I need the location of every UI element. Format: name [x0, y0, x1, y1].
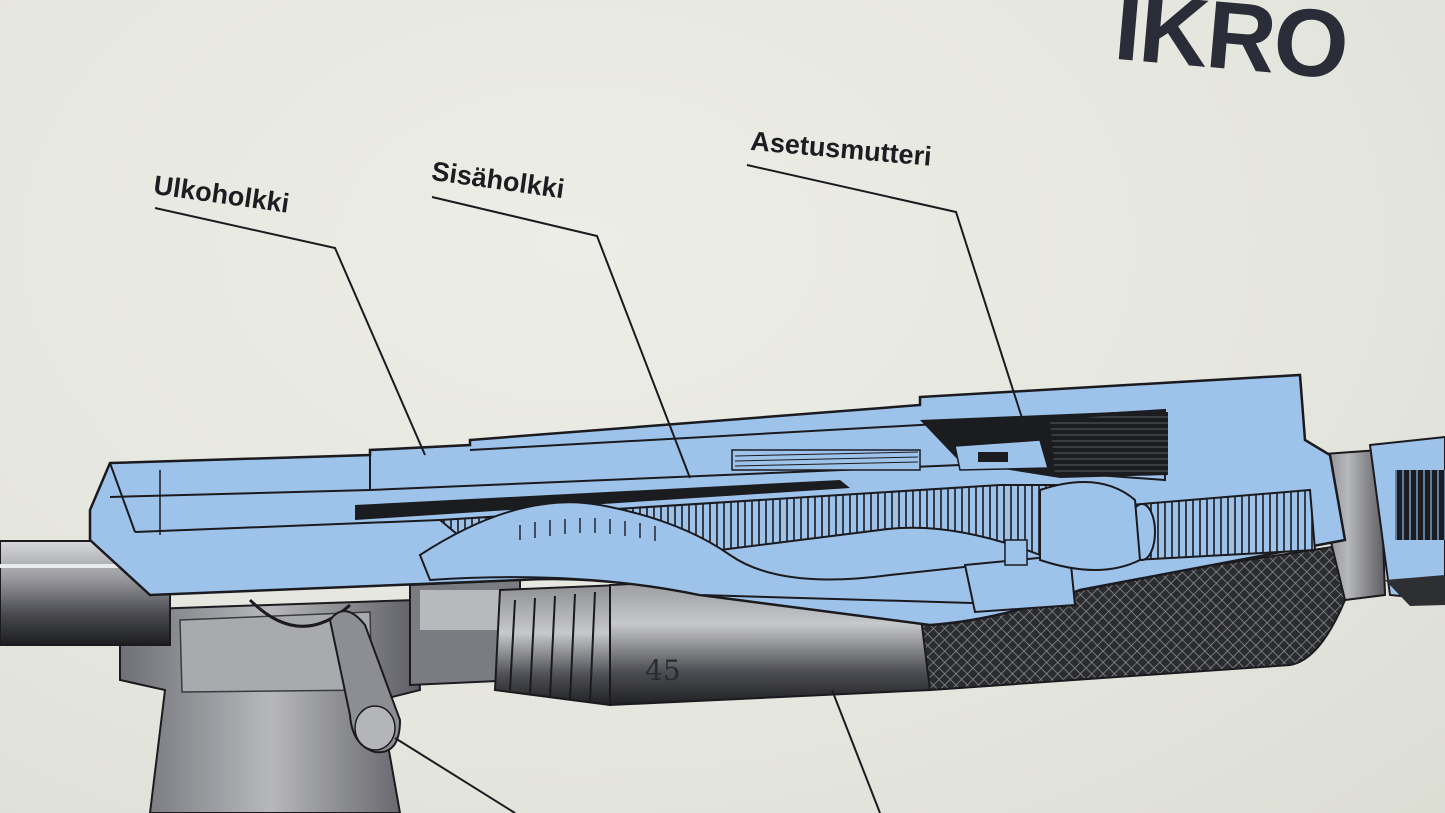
leader-inner-sleeve	[431, 196, 691, 479]
leader-lock-lever	[394, 737, 516, 813]
leader-thimble	[831, 689, 881, 813]
leader-lines	[154, 164, 1023, 813]
leader-adjusting-nut	[746, 164, 1023, 419]
thimble-ring	[493, 583, 622, 707]
thimble-scale-number: 45	[645, 654, 681, 687]
lock-lever	[328, 610, 402, 754]
cutaway-section	[88, 373, 1347, 627]
leader-outer-sleeve	[154, 207, 426, 456]
ratchet-cap	[1308, 435, 1445, 606]
